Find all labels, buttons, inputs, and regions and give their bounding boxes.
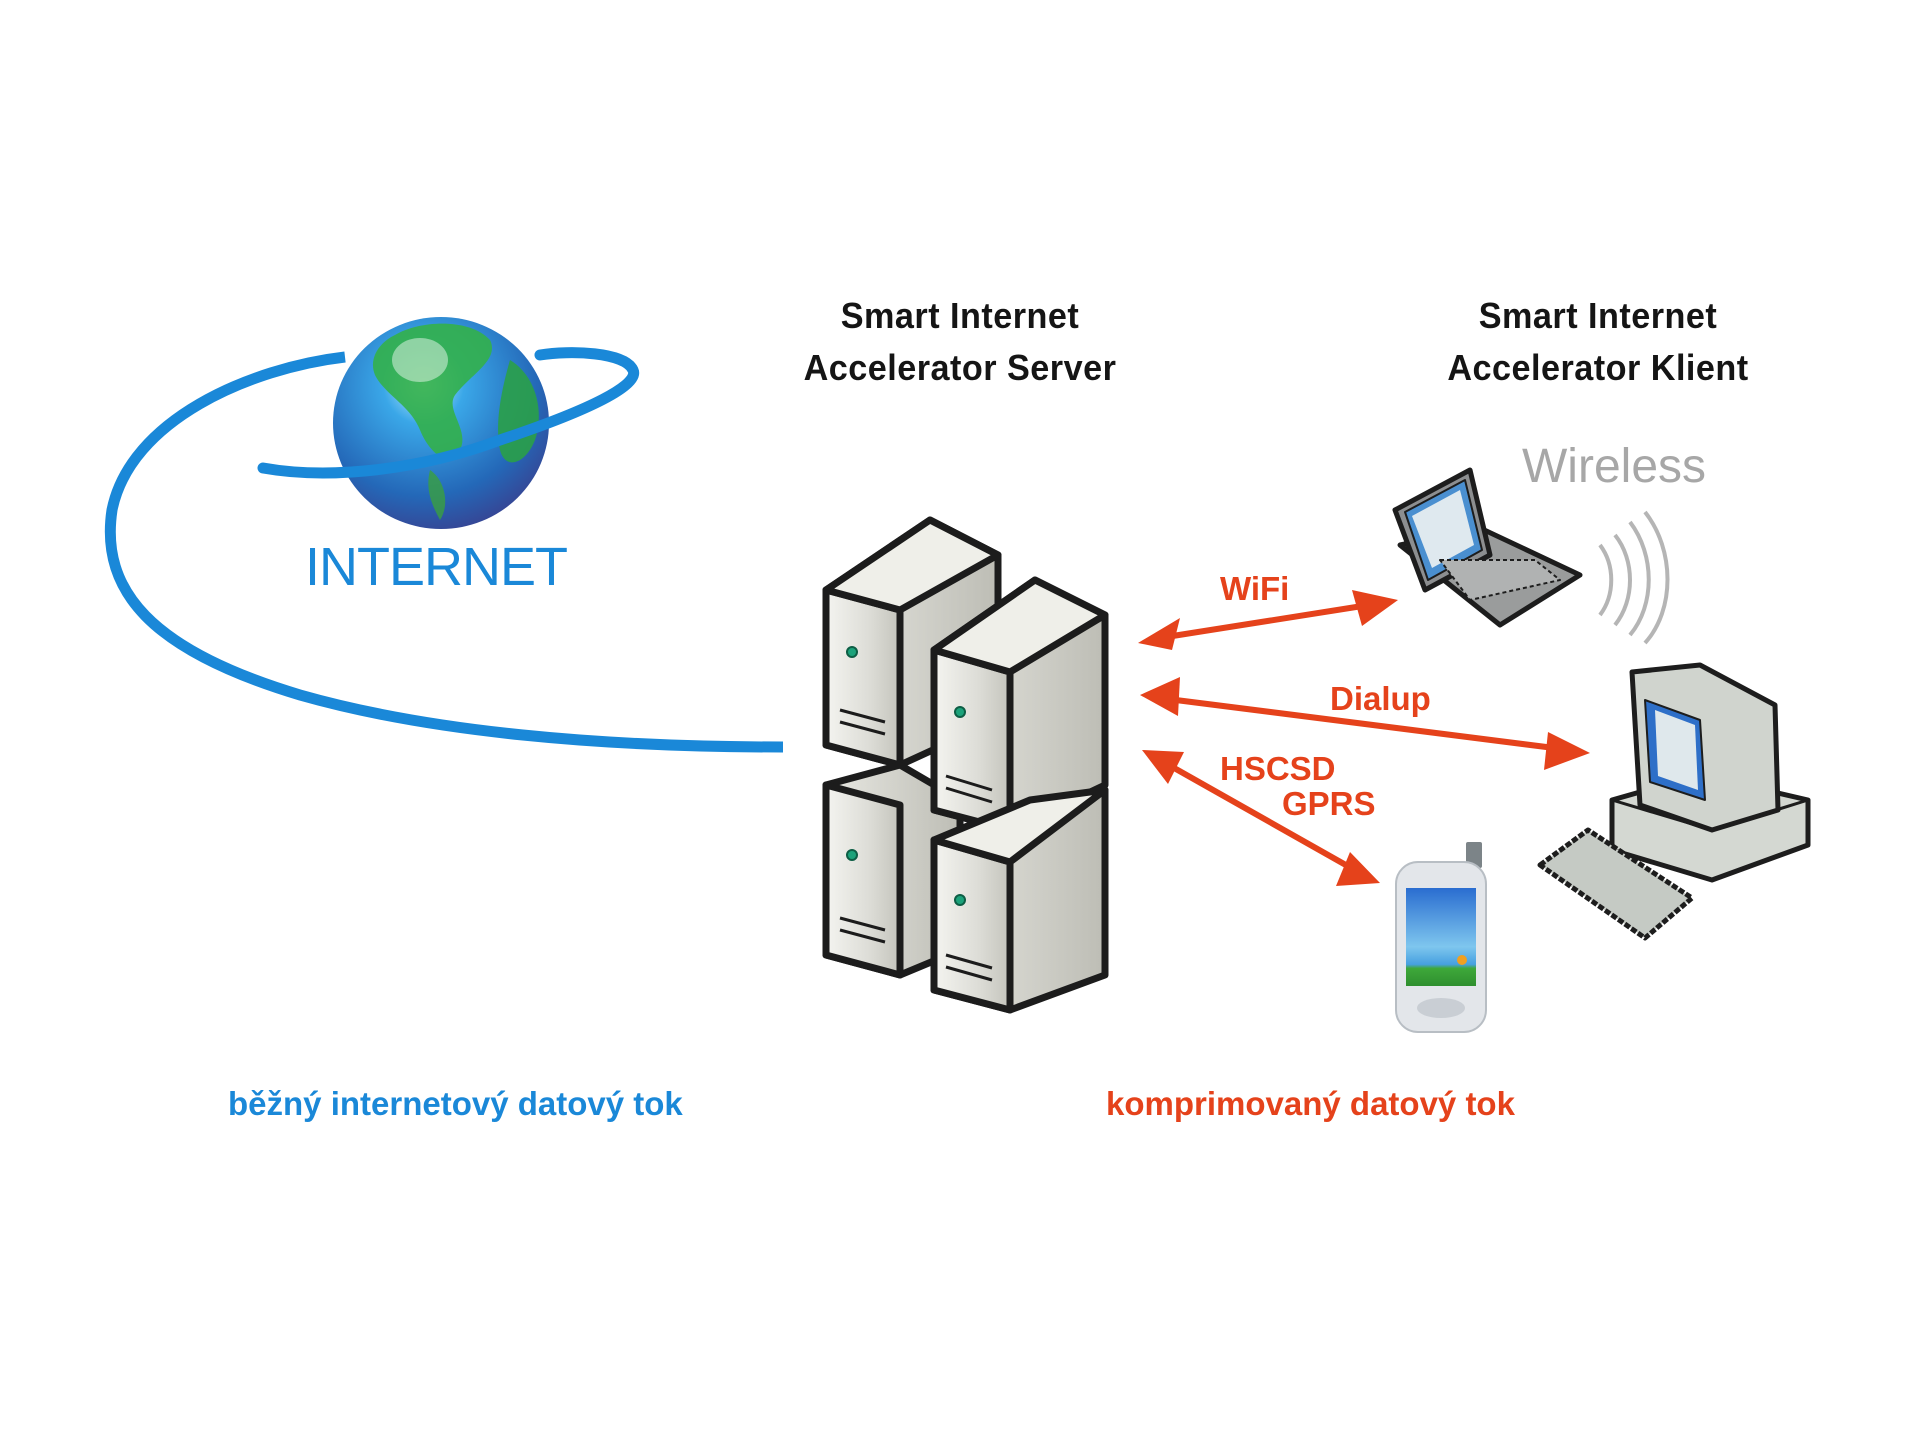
wireless-label: Wireless <box>1522 440 1707 493</box>
server-tower-icon <box>930 576 1109 834</box>
server-tower-icon <box>930 786 1109 1014</box>
wifi-double-arrow <box>1138 590 1398 650</box>
hscsd-label: HSCSD <box>1220 750 1336 787</box>
connection-arrows <box>1138 590 1590 886</box>
client-heading-line2: Accelerator Klient <box>1447 347 1749 388</box>
desktop-computer-icon <box>1537 662 1811 941</box>
server-heading-line1: Smart Internet <box>840 295 1080 336</box>
wifi-label: WiFi <box>1220 570 1290 607</box>
globe-ring <box>257 347 640 479</box>
normal-flow-legend: běžný internetový datový tok <box>228 1085 683 1122</box>
dialup-label: Dialup <box>1330 680 1431 717</box>
gprs-label: GPRS <box>1282 785 1376 822</box>
client-heading-line1: Smart Internet <box>1478 295 1718 336</box>
compressed-flow-legend: komprimovaný datový tok <box>1106 1085 1515 1122</box>
globe-icon <box>333 317 549 529</box>
wireless-signal-icon <box>1598 510 1670 645</box>
pda-phone-icon <box>1395 842 1487 1033</box>
internet-label: INTERNET <box>305 537 568 597</box>
client-heading: Smart Internet Accelerator Klient <box>1408 290 1788 394</box>
server-heading: Smart Internet Accelerator Server <box>770 290 1150 394</box>
server-cluster-icon <box>822 516 1109 1014</box>
dialup-double-arrow <box>1140 677 1590 770</box>
laptop-icon <box>1392 467 1583 628</box>
server-heading-line2: Accelerator Server <box>803 347 1117 388</box>
hscsd-gprs-double-arrow <box>1142 750 1380 886</box>
internet-data-flow-line <box>104 351 784 753</box>
